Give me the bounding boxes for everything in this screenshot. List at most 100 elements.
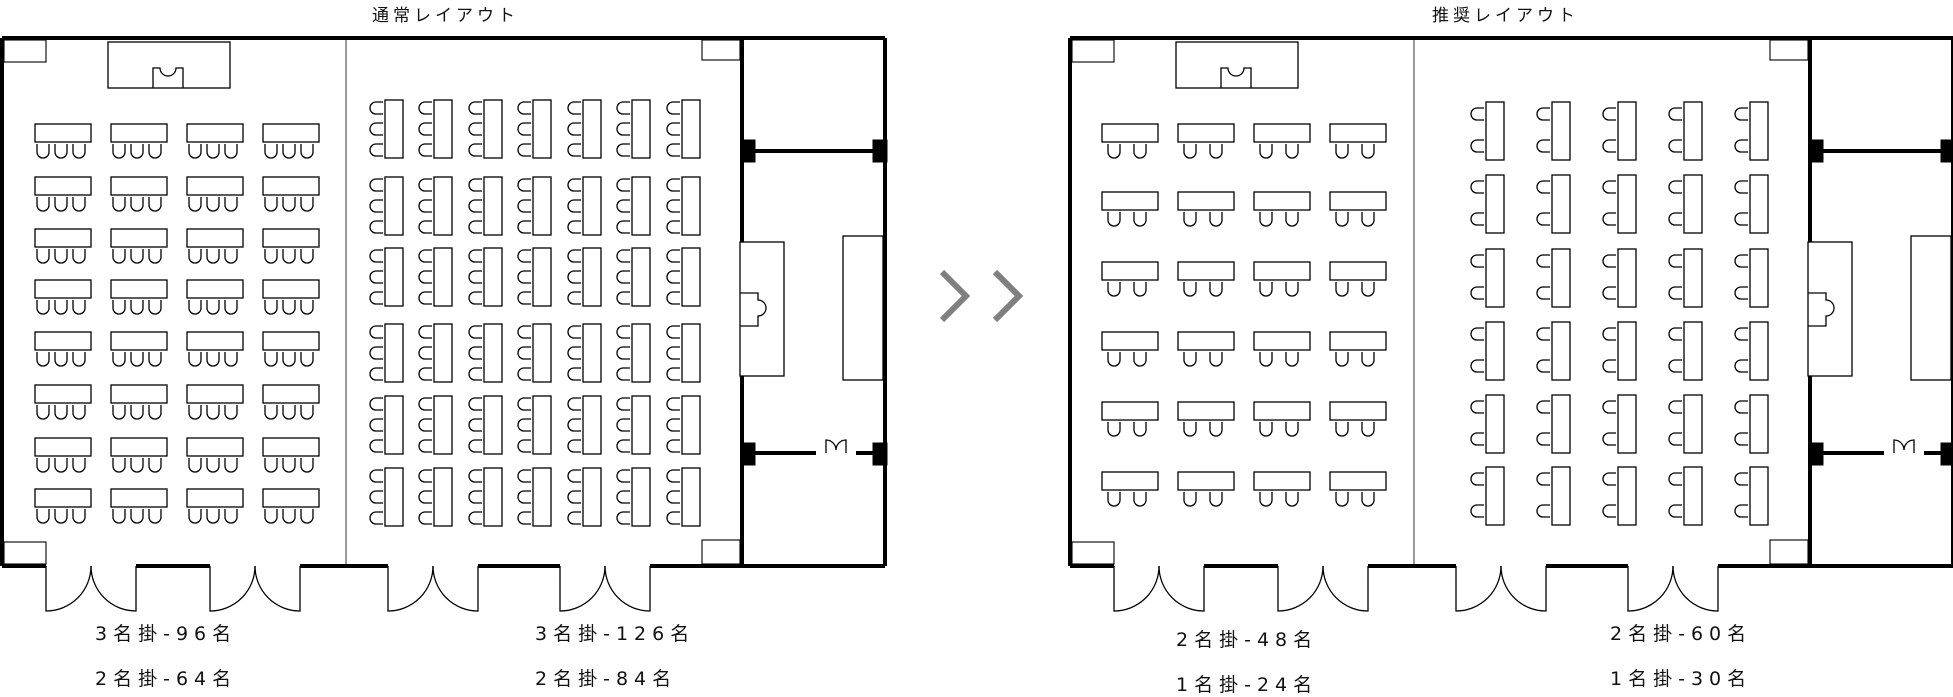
chair <box>1285 492 1299 507</box>
chair <box>666 367 680 381</box>
chair <box>1536 432 1550 446</box>
chair <box>1602 400 1616 414</box>
chair <box>567 418 581 432</box>
table <box>1253 261 1311 281</box>
chair <box>1470 327 1484 341</box>
chair <box>1335 352 1349 367</box>
chair <box>567 490 581 504</box>
chair <box>1602 432 1616 446</box>
table <box>262 279 320 299</box>
table <box>532 467 552 527</box>
chair <box>517 367 531 381</box>
chair <box>369 220 383 234</box>
chair <box>1536 359 1550 373</box>
chair <box>148 300 162 315</box>
chair <box>188 300 202 315</box>
chair <box>1209 422 1223 437</box>
door <box>1113 565 1160 612</box>
table <box>681 467 701 527</box>
chair <box>1183 144 1197 159</box>
table <box>1617 394 1637 454</box>
chair <box>112 249 126 264</box>
chair <box>468 101 482 115</box>
table <box>384 395 404 455</box>
table <box>631 247 651 307</box>
table <box>1749 466 1769 526</box>
table <box>1749 394 1769 454</box>
lecturer-desk <box>739 241 785 377</box>
chair <box>112 300 126 315</box>
table <box>1485 174 1505 234</box>
chair <box>567 270 581 284</box>
lecturer-desk <box>1807 241 1853 377</box>
chair <box>130 509 144 524</box>
chair <box>517 397 531 411</box>
chair <box>1536 107 1550 121</box>
chair <box>616 469 630 483</box>
chair <box>1335 492 1349 507</box>
door <box>254 565 301 612</box>
table <box>1551 321 1571 381</box>
chair <box>1285 422 1299 437</box>
table <box>110 176 168 196</box>
table <box>1329 471 1387 491</box>
chair <box>1183 422 1197 437</box>
chair <box>72 249 86 264</box>
chair <box>666 220 680 234</box>
door <box>1455 565 1502 612</box>
chair <box>468 291 482 305</box>
chair <box>72 197 86 212</box>
chair <box>72 300 86 315</box>
chair <box>1335 422 1349 437</box>
table <box>681 247 701 307</box>
chair <box>72 352 86 367</box>
chair <box>300 405 314 420</box>
table <box>1253 401 1311 421</box>
chair <box>130 249 144 264</box>
chair <box>282 197 296 212</box>
chair <box>1668 212 1682 226</box>
table <box>34 488 92 508</box>
table <box>110 437 168 457</box>
door <box>1158 565 1205 612</box>
table <box>34 123 92 143</box>
chair <box>300 197 314 212</box>
chair <box>1209 282 1223 297</box>
chair <box>1668 139 1682 153</box>
table <box>1683 394 1703 454</box>
table <box>1177 261 1235 281</box>
chair <box>1183 492 1197 507</box>
chair <box>130 405 144 420</box>
door <box>209 565 256 612</box>
door <box>1672 565 1719 612</box>
chair <box>148 249 162 264</box>
normal-layout-title: 通常レイアウト <box>372 6 519 26</box>
table <box>384 323 404 383</box>
table <box>532 395 552 455</box>
chair <box>616 249 630 263</box>
chair <box>206 458 220 473</box>
chair <box>72 405 86 420</box>
chair <box>468 199 482 213</box>
chair <box>418 122 432 136</box>
chair <box>1470 400 1484 414</box>
chair <box>1133 282 1147 297</box>
chair <box>1335 282 1349 297</box>
chair <box>36 458 50 473</box>
whiteboard <box>842 235 884 381</box>
pillar <box>1808 442 1824 466</box>
chair <box>616 101 630 115</box>
table <box>186 384 244 404</box>
chair <box>567 397 581 411</box>
chair <box>369 511 383 525</box>
chair <box>1107 492 1121 507</box>
lecturer-desk <box>107 41 231 89</box>
chair <box>1470 504 1484 518</box>
chair <box>1734 212 1748 226</box>
table <box>1683 466 1703 526</box>
chair <box>369 367 383 381</box>
chair <box>282 300 296 315</box>
chair <box>1107 352 1121 367</box>
table <box>110 384 168 404</box>
